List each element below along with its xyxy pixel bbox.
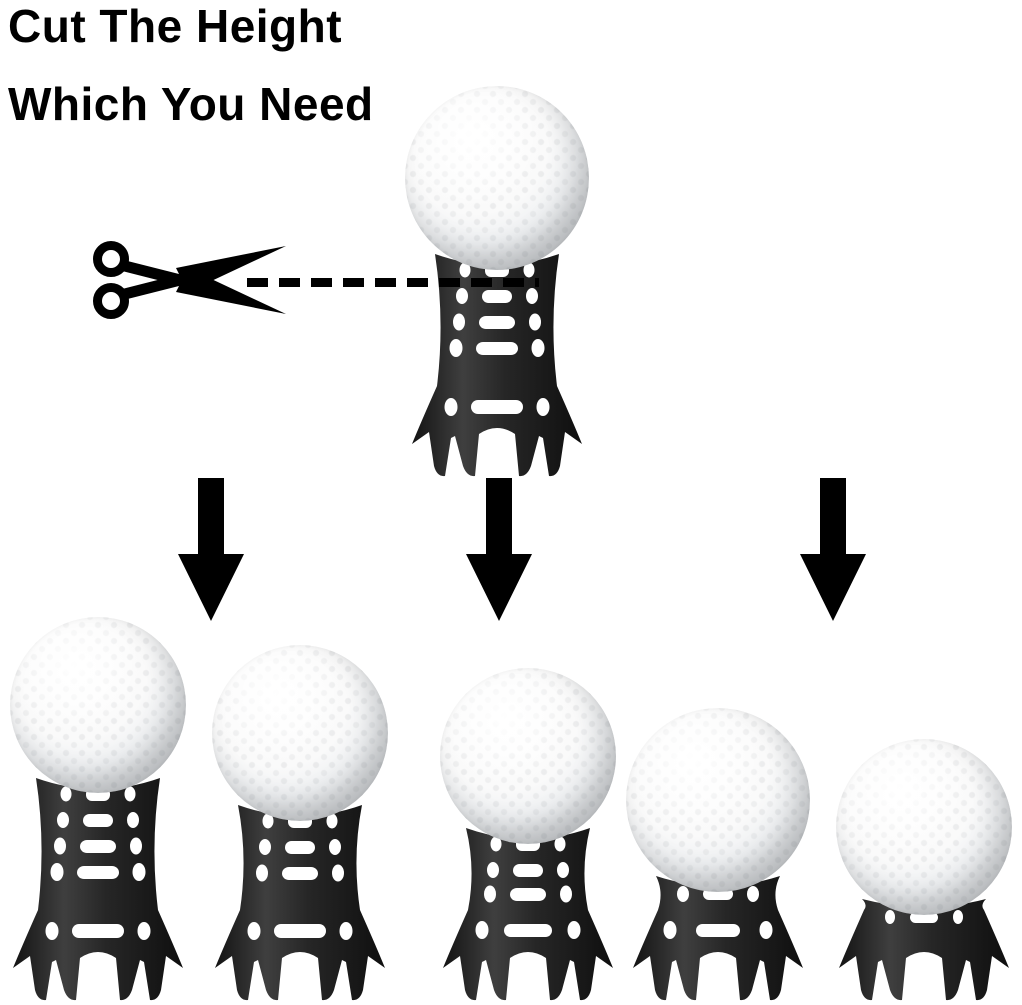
tee-body: [215, 805, 385, 1001]
tee-body: [633, 876, 803, 1001]
golf-tee-height-2: [215, 805, 385, 1001]
cut-dashed-line: [247, 278, 539, 287]
tee-holes: [45, 786, 151, 940]
golf-tee-uncut: [412, 254, 582, 477]
title-line-2: Which You Need: [8, 78, 374, 130]
tee-body: [839, 899, 1009, 1001]
tee-body: [13, 778, 183, 1001]
golf-ball-1: [10, 617, 186, 793]
tee-body: [412, 254, 582, 477]
golf-tee-height-3: [443, 828, 613, 1001]
golf-tee-height-4: [633, 876, 803, 1001]
tee-holes: [663, 886, 773, 939]
golf-ball-4: [626, 708, 810, 892]
scissors-glyph: [93, 241, 286, 319]
title-line-1: Cut The Height: [8, 0, 343, 52]
scissors-icon: [93, 241, 286, 319]
golf-ball-top: [405, 86, 589, 270]
tee-holes: [885, 910, 963, 924]
golf-tee-height-5: [839, 899, 1009, 1001]
tee-holes: [475, 836, 581, 939]
golf-ball-3: [440, 668, 616, 844]
down-arrow-icon: [800, 478, 866, 621]
golf-ball-5: [836, 739, 1012, 915]
tee-body: [443, 828, 613, 1001]
golf-tee-height-1: [13, 778, 183, 1001]
down-arrow-icon: [178, 478, 244, 621]
down-arrow-icon: [466, 478, 532, 621]
golf-ball-2: [212, 645, 388, 821]
tee-holes: [444, 262, 550, 416]
